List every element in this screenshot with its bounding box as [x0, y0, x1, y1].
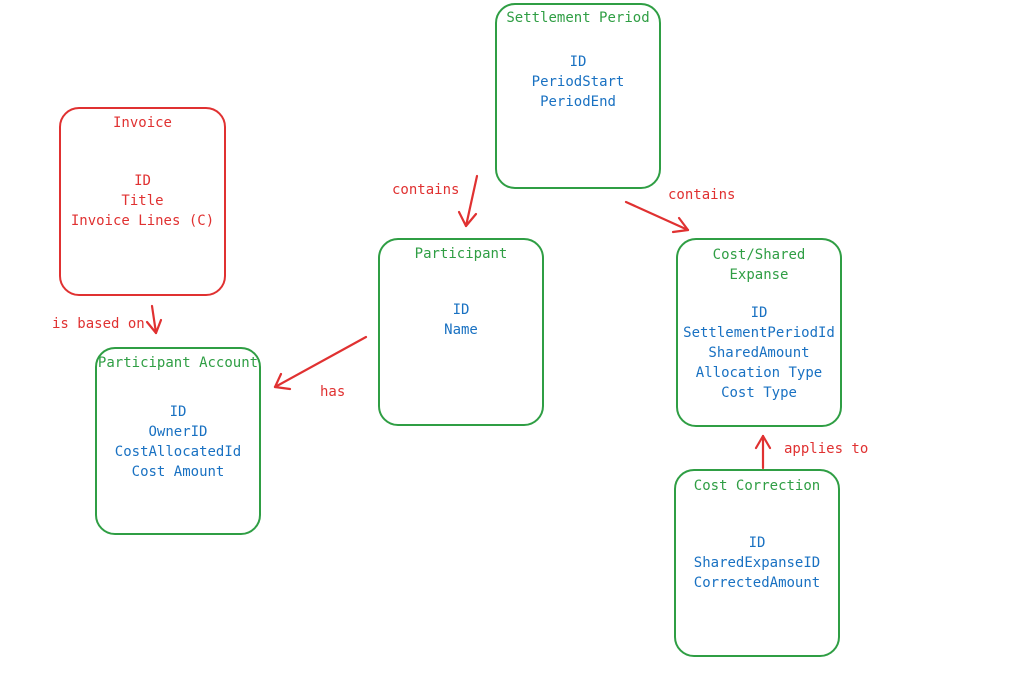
- label-has: has: [320, 384, 346, 400]
- arrow-contains-participant: [464, 174, 479, 228]
- label-contains-right: contains: [668, 187, 736, 203]
- entity-fields: ID SettlementPeriodId SharedAmount Alloc…: [678, 303, 840, 403]
- entity-fields: ID OwnerID CostAllocatedId Cost Amount: [97, 402, 259, 482]
- entity-title: Participant Account: [97, 355, 259, 371]
- entity-settlement-period: Settlement Period ID PeriodStart PeriodE…: [495, 3, 661, 189]
- entity-title: Cost Correction: [693, 478, 821, 494]
- arrowhead-based-on: [145, 318, 163, 335]
- arrow-contains-cost: [624, 200, 690, 232]
- entity-title: Invoice: [112, 115, 172, 131]
- field-settlement-period-id: SettlementPeriodId: [683, 325, 835, 341]
- field-period-end: PeriodEnd: [540, 94, 616, 110]
- entity-title: Cost/Shared Expanse: [712, 247, 806, 283]
- arrowhead-contains-participant: [457, 210, 478, 228]
- arrowhead-applies-to: [754, 434, 772, 450]
- field-shared-expanse-id: SharedExpanseID: [693, 555, 821, 571]
- field-cost-amount: Cost Amount: [131, 464, 225, 480]
- entity-invoice: Invoice ID Title Invoice Lines (C): [59, 107, 226, 296]
- arrowhead-contains-cost: [671, 216, 690, 234]
- entity-participant-account: Participant Account ID OwnerID CostAlloc…: [95, 347, 261, 535]
- field-title: Title: [121, 193, 164, 209]
- field-period-start: PeriodStart: [531, 74, 625, 90]
- field-cost-allocated-id: CostAllocatedId: [114, 444, 242, 460]
- entity-fields: ID Title Invoice Lines (C): [61, 171, 224, 231]
- field-allocation-type: Allocation Type: [695, 365, 823, 381]
- entity-title: Settlement Period: [506, 10, 650, 26]
- field-name: Name: [444, 322, 478, 338]
- label-applies-to: applies to: [784, 441, 869, 457]
- field-cost-type: Cost Type: [721, 385, 797, 401]
- arrow-based-on: [150, 304, 158, 335]
- entity-cost-shared-expanse: Cost/Shared Expanse ID SettlementPeriodI…: [676, 238, 842, 427]
- entity-title: Participant: [414, 246, 508, 262]
- entity-participant: Participant ID Name: [378, 238, 544, 426]
- field-id: ID: [169, 404, 187, 420]
- label-contains-left: contains: [392, 182, 460, 198]
- field-invoice-lines: Invoice Lines (C): [70, 213, 215, 229]
- field-corrected-amount: CorrectedAmount: [693, 575, 821, 591]
- arrow-has: [273, 335, 368, 389]
- field-id: ID: [452, 302, 470, 318]
- field-id: ID: [750, 305, 768, 321]
- entity-fields: ID PeriodStart PeriodEnd: [497, 52, 659, 112]
- field-owner-id: OwnerID: [148, 424, 208, 440]
- label-is-based-on: is based on: [52, 316, 145, 332]
- field-id: ID: [748, 535, 766, 551]
- arrowhead-has: [273, 372, 292, 391]
- field-id: ID: [134, 173, 151, 189]
- entity-fields: ID Name: [380, 300, 542, 340]
- field-shared-amount: SharedAmount: [708, 345, 810, 361]
- entity-fields: ID SharedExpanseID CorrectedAmount: [676, 533, 838, 593]
- field-id: ID: [569, 54, 587, 70]
- entity-cost-correction: Cost Correction ID SharedExpanseID Corre…: [674, 469, 840, 657]
